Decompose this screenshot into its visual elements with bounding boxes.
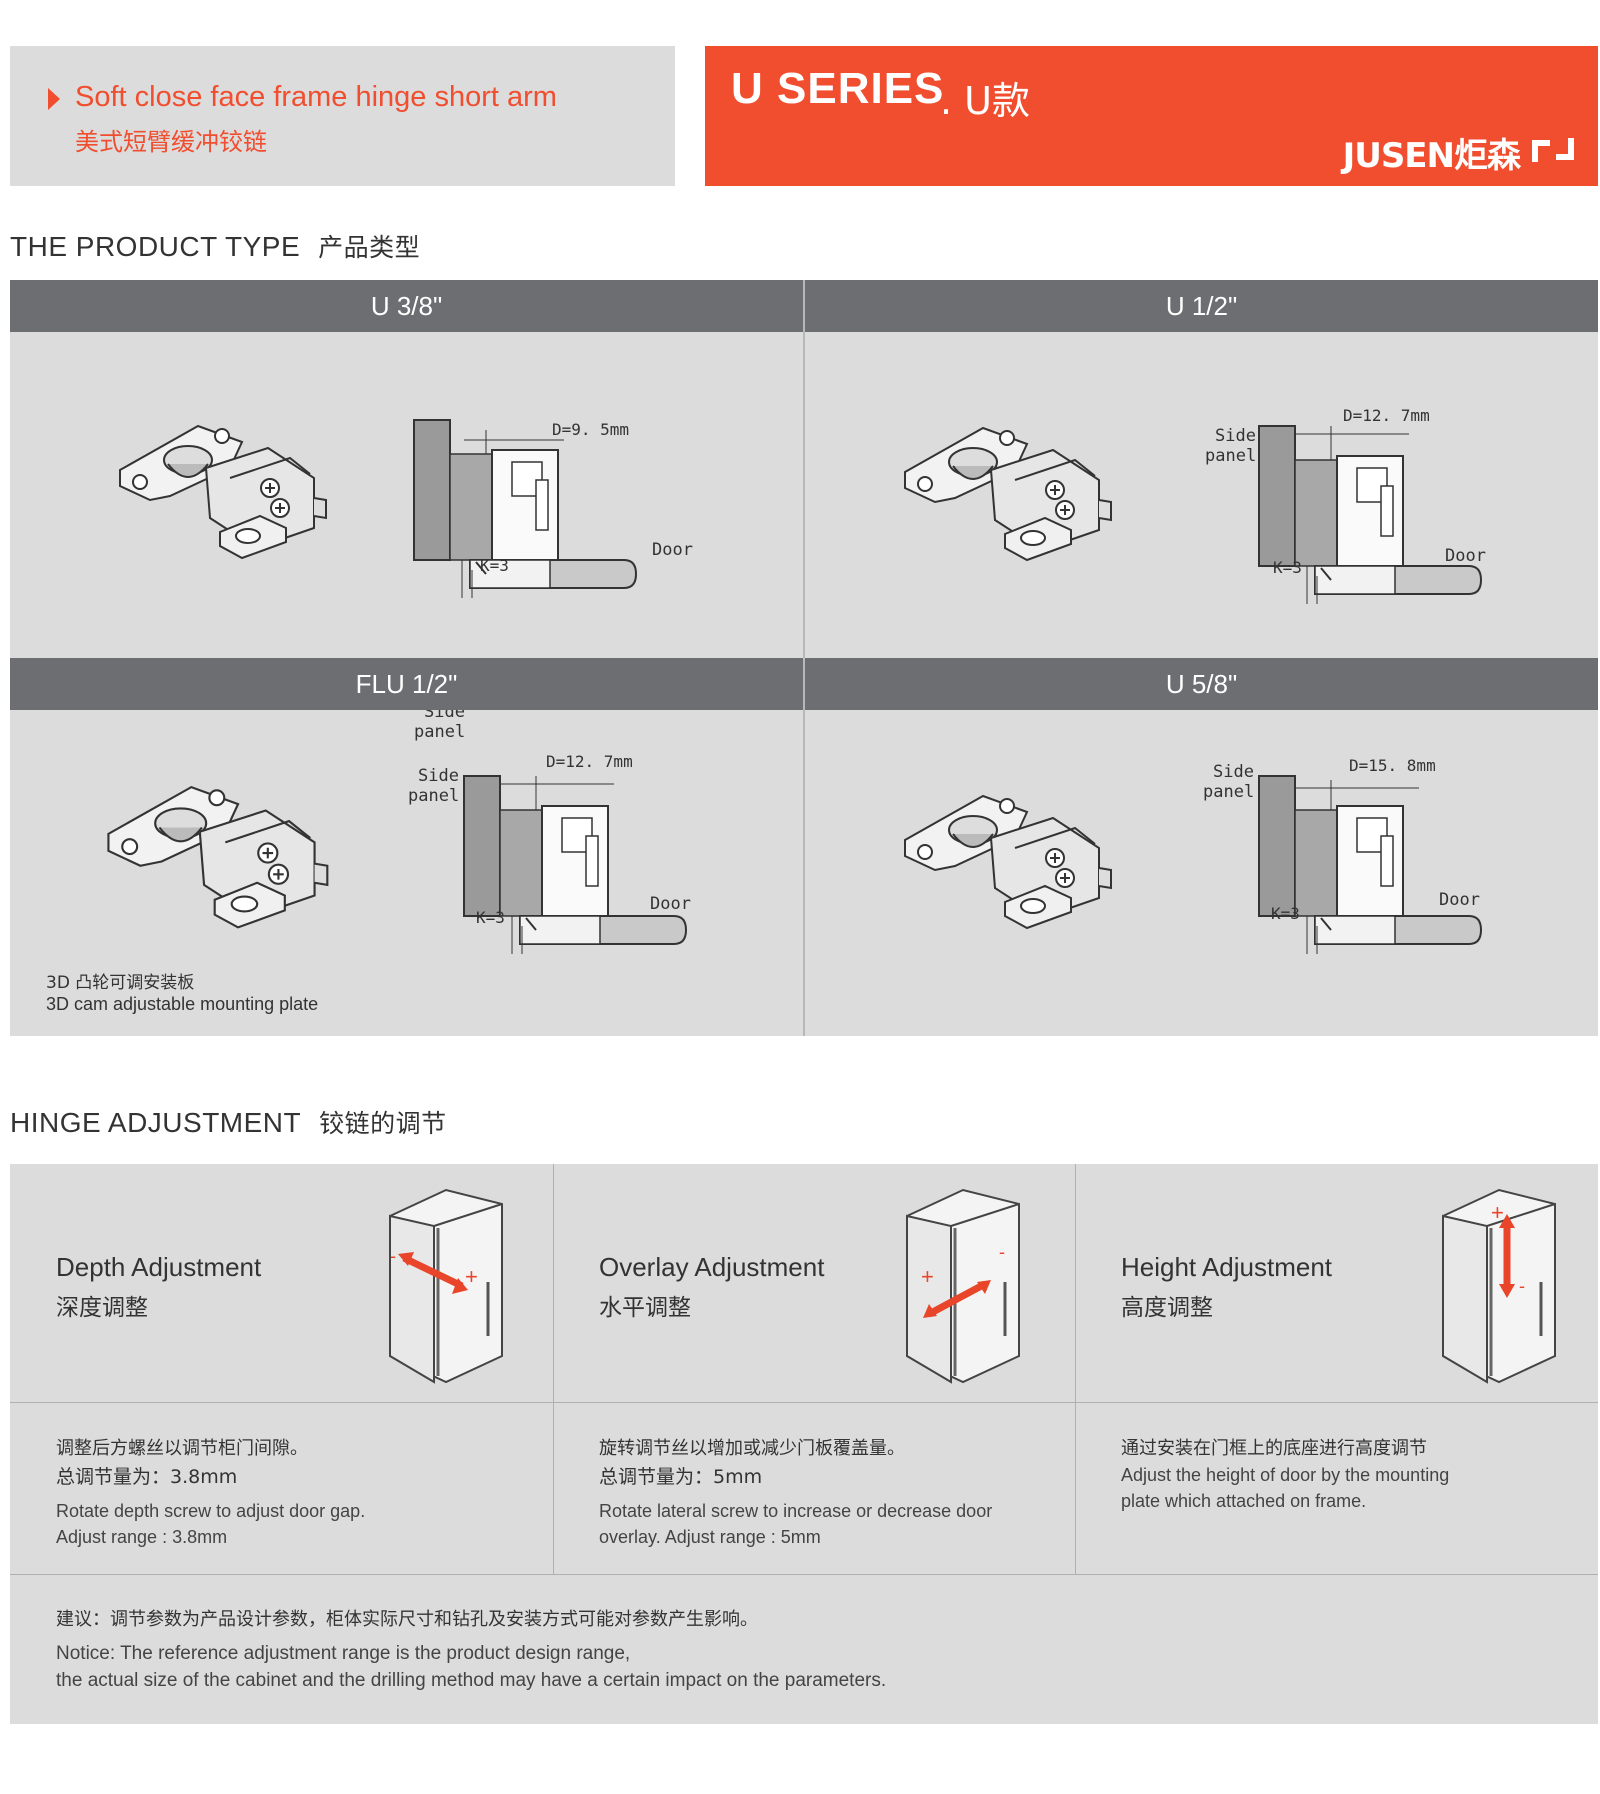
adjustment-title-cn: 高度调整 (1121, 1295, 1213, 1321)
minus-sign: - (390, 1246, 396, 1266)
brand-logo: JUSEN炬森 (1342, 136, 1521, 176)
hinge-3d-illustration (107, 786, 329, 929)
panel-label: panel (414, 722, 466, 742)
triangle-bullet-icon (48, 88, 60, 110)
product-card-u58: U 5/8" Side panel D=15. 8mm Door K=3 (805, 658, 1598, 1036)
brand-mark-icon (1532, 138, 1574, 162)
product-type-title-cn: 产品类型 (318, 233, 421, 262)
plus-sign: + (1491, 1200, 1504, 1225)
desc-en-line: Rotate lateral screw to increase or decr… (599, 1501, 993, 1521)
product-name: U 3/8" (10, 280, 803, 332)
row-divider (10, 1574, 1598, 1575)
side-label: Side (418, 766, 459, 786)
hinge-3d-illustration (904, 795, 1112, 929)
d-dimension: D=12. 7mm (546, 752, 633, 771)
product-name: U 5/8" (805, 658, 1598, 710)
adjustment-range-cn: 总调节量为：5mm (599, 1466, 763, 1488)
plus-sign: + (465, 1264, 478, 1289)
adjustment-title-cn: 水平调整 (599, 1295, 691, 1321)
notice-en: Notice: The reference adjustment range i… (56, 1640, 1156, 1694)
product-name: FLU 1/2" (10, 658, 803, 710)
adjustment-range-cn: 总调节量为：3.8mm (56, 1466, 238, 1488)
hinge-section-diagram (413, 419, 637, 598)
product-type-heading: THE PRODUCT TYPE 产品类型 (10, 228, 420, 264)
d-dimension: D=15. 8mm (1349, 756, 1436, 775)
adjustment-desc-en: Rotate depth screw to adjust door gap. A… (56, 1498, 496, 1550)
series-name: U SERIES (731, 64, 945, 113)
depth-adjustment-card: Depth Adjustment 深度调整 - + 调整后方螺丝以调节柜门间隙。… (10, 1164, 553, 1574)
k-dimension: K=3 (1271, 904, 1300, 923)
k-dimension: K=3 (476, 908, 505, 927)
adjustment-title-cn: 深度调整 (56, 1295, 148, 1321)
door-label: Door (650, 894, 691, 914)
door-label: Door (652, 540, 693, 560)
hinge-section-diagram (1258, 425, 1482, 604)
product-name: U 1/2" (805, 280, 1598, 332)
panel-label: panel (408, 786, 460, 806)
height-adjustment-card: Height Adjustment 高度调整 + - 通过安装在门框上的底座进行… (1075, 1164, 1598, 1574)
series-name-cn: . U款 (940, 79, 1030, 123)
adjustment-title: Height Adjustment (1121, 1252, 1333, 1282)
adjustment-desc-en: Adjust the height of door by the mountin… (1121, 1462, 1561, 1514)
side-label: Side (1213, 762, 1254, 782)
d-dimension: D=9. 5mm (552, 420, 630, 439)
header-title-panel: Soft close face frame hinge short arm 美式… (10, 46, 675, 186)
desc-en-line: plate which attached on frame. (1121, 1491, 1367, 1511)
desc-en-line: Adjust the height of door by the mountin… (1121, 1465, 1450, 1485)
product-card-flu12: FLU 1/2" Side panel D=12. 7mm Door K=3 3… (10, 658, 803, 1036)
k-dimension: K=3 (1273, 558, 1302, 577)
cabinet-height-icon (1441, 1188, 1557, 1384)
mounting-plate-note-cn: 3D 凸轮可调安装板 (46, 973, 195, 993)
adjustment-title: Overlay Adjustment (599, 1252, 825, 1282)
hinge-adjustment-title: HINGE ADJUSTMENT (10, 1107, 302, 1138)
hinge-section-diagram (463, 775, 687, 954)
notice-en-line: the actual size of the cabinet and the d… (56, 1670, 887, 1691)
hinge-section-diagram (1258, 775, 1482, 954)
hinge-adjustment-title-cn: 铰链的调节 (319, 1109, 447, 1138)
adjustment-desc-en: Rotate lateral screw to increase or decr… (599, 1498, 1039, 1550)
plus-sign: + (921, 1264, 934, 1289)
product-title: Soft close face frame hinge short arm (75, 81, 557, 113)
row-divider (10, 1402, 1598, 1403)
desc-en-line: Adjust range : 3.8mm (56, 1527, 228, 1547)
mounting-plate-note-en: 3D cam adjustable mounting plate (46, 994, 319, 1014)
adjustment-title: Depth Adjustment (56, 1252, 262, 1282)
panel-label: panel (1205, 446, 1257, 466)
k-dimension: K=3 (480, 556, 509, 575)
panel-label: panel (1203, 782, 1255, 802)
product-title-cn: 美式短臂缓冲铰链 (75, 128, 267, 156)
product-card-u12: U 1/2" Side panel D=12. 7mm Door K=3 (805, 280, 1598, 658)
hinge-adjustment-heading: HINGE ADJUSTMENT 铰链的调节 (10, 1104, 447, 1140)
desc-en-line: Rotate depth screw to adjust door gap. (56, 1501, 366, 1521)
door-label: Door (1439, 890, 1480, 910)
hinge-adjustment-panel: Depth Adjustment 深度调整 - + 调整后方螺丝以调节柜门间隙。… (10, 1164, 1598, 1724)
product-type-grid: U 3/8" Side panel D=9. 5mm Door K=3 U 1/… (10, 280, 1598, 1036)
product-card-u38: U 3/8" Side panel D=9. 5mm Door K=3 (10, 280, 803, 742)
adjustment-desc-cn: 通过安装在门框上的底座进行高度调节 (1121, 1438, 1427, 1459)
product-type-title: THE PRODUCT TYPE (10, 231, 301, 262)
series-banner: U SERIES . U款 JUSEN炬森 (705, 46, 1598, 186)
minus-sign: - (1519, 1276, 1525, 1296)
hinge-3d-illustration (904, 427, 1112, 561)
grid-divider (10, 658, 1598, 659)
desc-en-line: overlay. Adjust range : 5mm (599, 1527, 821, 1547)
hinge-3d-illustration (119, 425, 327, 559)
d-dimension: D=12. 7mm (1343, 406, 1430, 425)
column-divider (1075, 1164, 1076, 1574)
cabinet-overlay-icon (905, 1188, 1021, 1384)
overlay-adjustment-card: Overlay Adjustment 水平调整 + - 旋转调节丝以增加或减少门… (553, 1164, 1075, 1574)
door-label: Door (1445, 546, 1486, 566)
column-divider (553, 1164, 554, 1574)
minus-sign: - (999, 1242, 1005, 1262)
adjustment-desc-cn: 调整后方螺丝以调节柜门间隙。 (56, 1438, 308, 1459)
adjustment-desc-cn: 旋转调节丝以增加或减少门板覆盖量。 (599, 1438, 905, 1459)
notice-en-line: Notice: The reference adjustment range i… (56, 1643, 631, 1664)
notice-cn: 建议：调节参数为产品设计参数，柜体实际尺寸和钻孔及安装方式可能对参数产生影响。 (56, 1609, 758, 1630)
side-label: Side (1215, 426, 1256, 446)
cabinet-depth-icon (388, 1188, 504, 1384)
